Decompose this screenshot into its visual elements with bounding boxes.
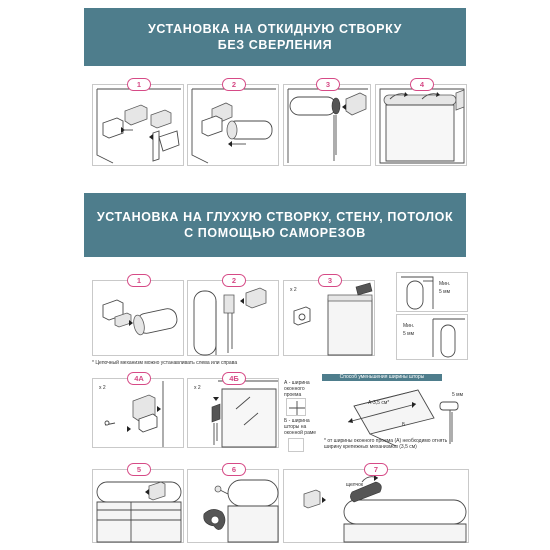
measure-3-label: 5 мм xyxy=(452,392,464,398)
step2-4b-illustration: x 2 4Б xyxy=(187,372,279,448)
step2-1-illustration: 1 xyxy=(92,274,184,356)
min-value-top: 5 мм xyxy=(439,289,451,295)
window-b-icon xyxy=(288,438,304,452)
step2-badge-3: 3 xyxy=(318,274,342,287)
click-label: щелчок xyxy=(346,482,364,488)
step-badge-1: 1 xyxy=(127,78,151,91)
section1-title-line2: БЕЗ СВЕРЛЕНИЯ xyxy=(217,38,333,52)
measure-2-label: Б xyxy=(402,422,406,428)
step-badge-4: 4 xyxy=(410,78,434,91)
measure-1-label: А-3,5 см* xyxy=(368,400,390,406)
step2-badge-7: 7 xyxy=(364,463,388,476)
step4-illustration: 4 xyxy=(375,78,467,166)
step-badge-3: 3 xyxy=(316,78,340,91)
min-label-top: Мин. xyxy=(439,281,451,287)
width-measure-illustration: А-3,5 см* Б 5 мм xyxy=(324,382,468,448)
label-b: Б - ширина шторы на оконной раме xyxy=(284,418,317,436)
section2-title-line2: С ПОМОЩЬЮ САМОРЕЗОВ xyxy=(184,226,366,240)
qty-x2-label: x 2 xyxy=(290,287,297,293)
step2-3-illustration: x 2 3 xyxy=(283,274,375,356)
qty-x2-label-4a: x 2 xyxy=(99,385,106,391)
min-label-side: Мин. xyxy=(403,323,415,329)
step2-badge-4b: 4Б xyxy=(222,372,246,385)
min-value-side: 5 мм xyxy=(403,331,415,337)
width-method-title: Способ уменьшения ширины шторы xyxy=(322,374,442,381)
min-distance-top: Мин. 5 мм xyxy=(396,272,468,312)
step2-4a-illustration: x 2 4А xyxy=(92,372,184,448)
section2-banner: УСТАНОВКА НА ГЛУХУЮ СТВОРКУ, СТЕНУ, ПОТО… xyxy=(84,193,466,257)
step-badge-2: 2 xyxy=(222,78,246,91)
window-a-icon xyxy=(286,398,306,416)
step2-badge-1: 1 xyxy=(127,274,151,287)
step2-badge-2: 2 xyxy=(222,274,246,287)
label-a: А - ширина оконного проема xyxy=(284,380,310,398)
step3-illustration: 3 xyxy=(283,78,371,166)
min-distance-side: Мин. 5 мм xyxy=(396,314,468,360)
chain-note: * Цепочный механизм можно устанавливать … xyxy=(92,360,238,366)
step2-illustration: 2 xyxy=(187,78,279,166)
step2-5-illustration: 5 xyxy=(92,463,184,543)
width-note: * от ширины оконного проема (А) необходи… xyxy=(324,438,448,450)
step2-badge-5: 5 xyxy=(127,463,151,476)
step2-badge-6: 6 xyxy=(222,463,246,476)
step2-badge-4a: 4А xyxy=(127,372,151,385)
step2-2-illustration: 2 xyxy=(187,274,279,356)
section1-banner: УСТАНОВКА НА ОТКИДНУЮ СТВОРКУ БЕЗ СВЕРЛЕ… xyxy=(84,8,466,66)
step1-illustration: 1 xyxy=(92,78,184,166)
step2-6-illustration: 6 xyxy=(187,463,279,543)
qty-x2-label-4b: x 2 xyxy=(194,385,201,391)
section1-title-line1: УСТАНОВКА НА ОТКИДНУЮ СТВОРКУ xyxy=(147,22,403,36)
step2-7-illustration: щелчок 7 xyxy=(283,463,469,543)
section2-title-line1: УСТАНОВКА НА ГЛУХУЮ СТВОРКУ, СТЕНУ, ПОТО… xyxy=(96,210,454,224)
